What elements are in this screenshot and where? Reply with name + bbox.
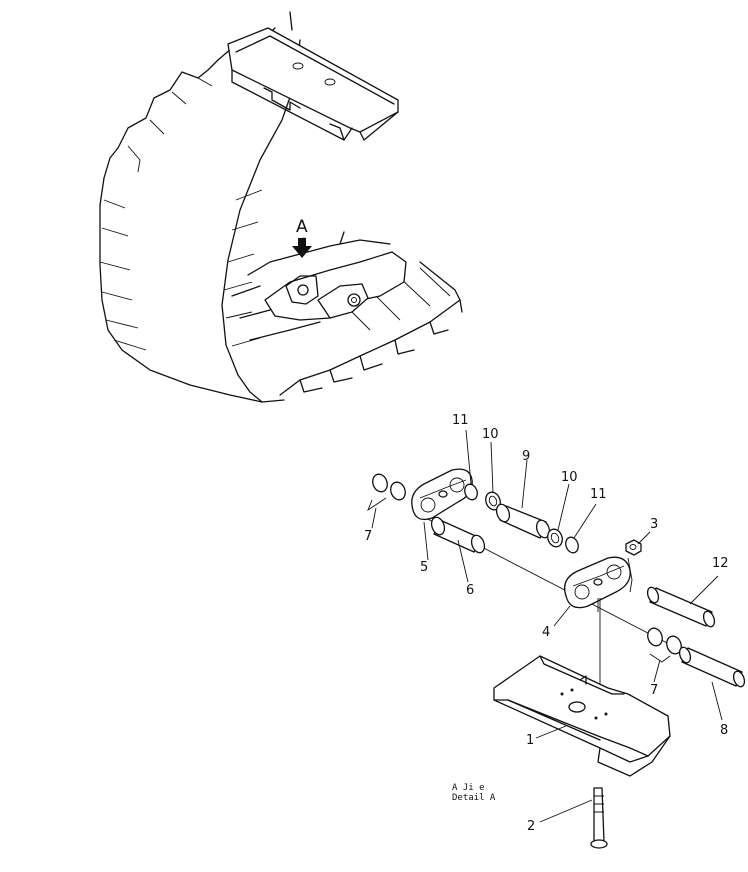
detail-caption: A Ji e Detail A: [452, 783, 495, 804]
callout-1: 1: [526, 733, 535, 748]
callout-9: 9: [522, 449, 531, 464]
callout-11-left: 11: [452, 413, 469, 428]
detail-caption-line1: A Ji e: [452, 783, 485, 793]
callout-6: 6: [466, 583, 475, 598]
exploded-parts-view: [367, 429, 746, 849]
callout-7-left: 7: [364, 529, 373, 544]
track-assembly-view: [99, 11, 463, 403]
callout-10-left: 10: [482, 427, 499, 442]
callout-8: 8: [720, 723, 729, 738]
detail-caption-line2: Detail A: [452, 793, 496, 804]
callout-11-right: 11: [590, 487, 607, 502]
callout-10-right: 10: [561, 470, 578, 485]
callout-3: 3: [650, 517, 659, 532]
callout-5: 5: [420, 560, 429, 575]
callout-2: 2: [527, 819, 536, 834]
callout-12: 12: [712, 556, 729, 571]
callout-7-right: 7: [650, 683, 659, 698]
view-a-marker: A: [296, 217, 308, 237]
callout-4: 4: [542, 625, 551, 640]
